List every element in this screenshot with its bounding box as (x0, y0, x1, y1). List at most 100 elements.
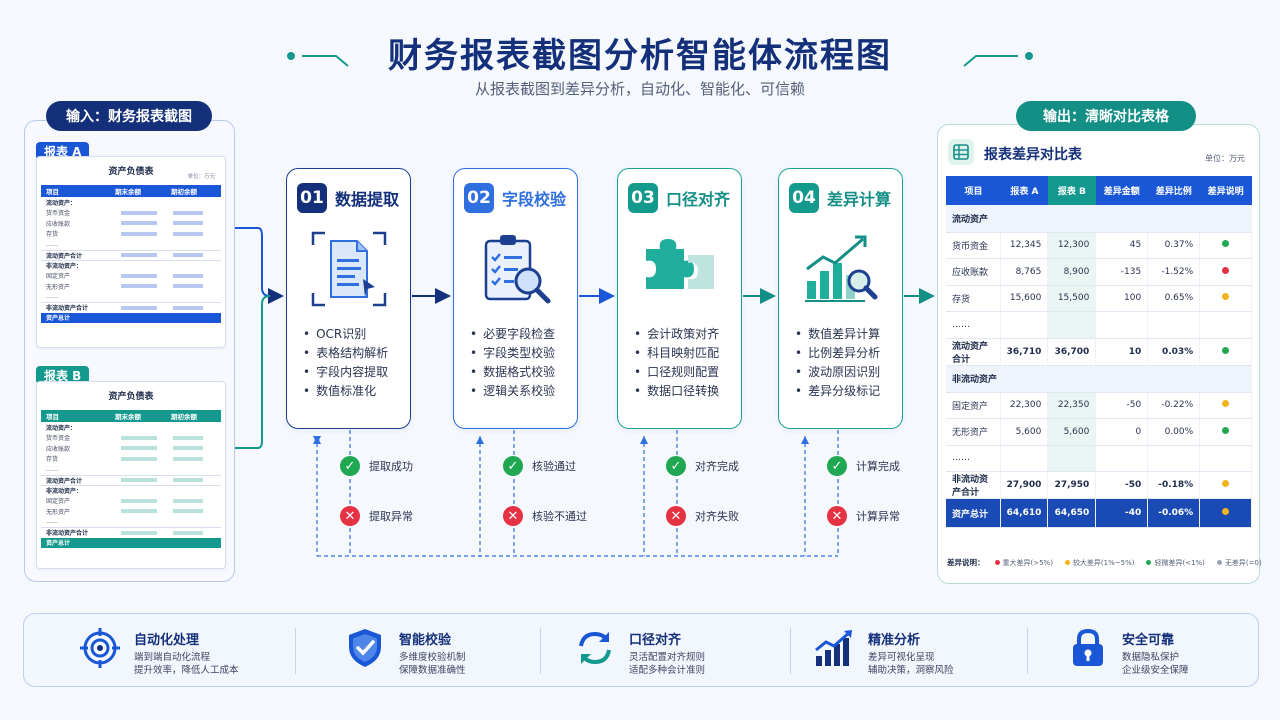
table-cell: 0.00% (1147, 418, 1201, 446)
table-cell: 12,345 (1000, 232, 1049, 259)
checklist-magnifier-icon (484, 235, 551, 304)
sheet-row: …… (46, 518, 58, 526)
table-cell (1199, 392, 1252, 419)
list-item: 数值标准化 (303, 382, 388, 401)
table-cell (1095, 311, 1149, 339)
table-cell (1199, 445, 1252, 472)
feature-divider (1027, 628, 1028, 674)
table-row[interactable]: …… (946, 445, 1252, 472)
status-success-extract: ✓提取成功 (340, 456, 413, 476)
table-cell: 27,950 (1047, 471, 1097, 499)
sync-icon (579, 631, 611, 665)
report-b-sheet[interactable]: 资产负债表 项目 期末余额 期初余额 流动资产： 货币资金 应收账款 存货 ……… (36, 381, 226, 569)
sheet-row: 非流动资产合计 (41, 302, 221, 313)
sheet-title: 资产负债表 (108, 392, 154, 402)
sheet-row-total: 资产总计 (41, 537, 221, 548)
sheet-row: 固定资产 (41, 271, 221, 282)
table-cell: 27,900 (1000, 471, 1049, 499)
feature-title: 智能校验 (399, 633, 452, 648)
card-header: 04 差异计算 (789, 183, 891, 213)
feature-alignment: 口径对齐 灵活配置对齐规则 适配多种会计准则 (573, 626, 705, 676)
table-cell: 64,650 (1047, 498, 1097, 528)
sheet-row: 应收账款 (41, 218, 221, 229)
col-report-b: 报表 B (1047, 176, 1096, 205)
feature-divider (790, 628, 791, 674)
table-cell: 10 (1095, 338, 1149, 366)
table-row[interactable]: …… (946, 311, 1252, 339)
list-item: 数据格式校验 (470, 363, 555, 382)
table-section-row: 流动资产 (946, 205, 1252, 233)
sheet-header: 项目 期末余额 期初余额 (41, 185, 221, 197)
header: 财务报表截图分析智能体流程图 (0, 28, 1280, 77)
col-diff-note: 差异说明 (1199, 176, 1252, 205)
legend-item: 重大差异(>5%) (994, 558, 1053, 568)
step-title: 字段校验 (502, 190, 567, 209)
report-a-sheet[interactable]: 资产负债表 单位：万元 项目 期末余额 期初余额 流动资产： 货币资金 应收账款… (36, 156, 226, 348)
feature-analysis: 精准分析 差异可视化呈现 辅助决策，洞察风险 (812, 626, 954, 676)
table-cell: 5,600 (1047, 418, 1097, 446)
list-item: 数据口径转换 (634, 382, 719, 401)
list-item: 比例差异分析 (795, 344, 880, 363)
col-item: 项目 (946, 176, 1001, 205)
table-cell: 8,900 (1047, 258, 1097, 286)
table-cell: -1.52% (1147, 258, 1201, 286)
step-card-align[interactable]: 03 口径对齐 会计政策对齐 科目映射匹配 口径规则配置 数据口径转换 (617, 168, 742, 429)
table-cell (1047, 445, 1097, 472)
table-cell: 0.03% (1147, 338, 1201, 366)
sheet-row: 非流动资产： (41, 260, 221, 271)
col-report-a: 报表 A (1000, 176, 1048, 205)
step-card-validate[interactable]: 02 字段校验 必要字段检查 字段类型校验 数据格式校验 逻辑关系校验 (453, 168, 578, 429)
step-card-diff[interactable]: 04 差异计算 数值差异计算 比例差异分析 波动原因识别 差异分级标记 (778, 168, 903, 429)
feature-bar (23, 613, 1259, 687)
step-feature-list: 必要字段检查 字段类型校验 数据格式校验 逻辑关系校验 (470, 325, 555, 401)
check-icon: ✓ (827, 456, 847, 476)
table-icon (948, 139, 974, 165)
table-cell: 100 (1095, 285, 1149, 312)
table-cell: 资产总计 (946, 498, 1002, 528)
sheet-row: 存货 (41, 229, 221, 240)
step-card-extract[interactable]: 01 数据提取 OCR识别 表格结构解析 字段内容提取 数值标准化 (286, 168, 411, 429)
table-cell (1199, 471, 1252, 499)
sheet-row: 流动资产合计 (41, 474, 221, 486)
status-error-validate: ✕核验不通过 (503, 506, 587, 526)
table-cell (1000, 445, 1049, 472)
page-subtitle: 从报表截图到差异分析，自动化、智能化、可信赖 (474, 80, 805, 98)
table-cell: -50 (1095, 392, 1149, 419)
feature-desc: 适配多种会计准则 (629, 665, 706, 676)
table-cell: -0.22% (1147, 392, 1201, 419)
sheet-row: 应收账款 (41, 443, 221, 454)
feature-desc: 数据隐私保护 (1122, 652, 1180, 663)
sheet-row: 固定资产 (41, 496, 221, 507)
status-success-align: ✓对齐完成 (666, 456, 739, 476)
sheet-row: …… (46, 240, 58, 248)
feature-title: 自动化处理 (134, 633, 200, 648)
list-item: OCR识别 (303, 325, 388, 344)
status-dot (1222, 266, 1230, 274)
document-scan-icon (311, 231, 387, 307)
cross-icon: ✕ (340, 506, 360, 526)
card-header: 01 数据提取 (297, 183, 399, 213)
sheet-row: 无形资产 (41, 281, 221, 292)
list-item: 字段类型校验 (470, 344, 555, 363)
table-cell: 8,765 (1000, 258, 1049, 286)
table-cell: 流动资产合计 (946, 338, 1002, 366)
status-dot (1222, 293, 1230, 301)
col-end: 期末余额 (115, 413, 141, 421)
step-feature-list: 会计政策对齐 科目映射匹配 口径规则配置 数据口径转换 (634, 325, 719, 401)
status-success-validate: ✓核验通过 (503, 456, 576, 476)
list-item: 会计政策对齐 (634, 325, 719, 344)
feature-desc: 企业级安全保障 (1122, 665, 1189, 676)
table-cell (1199, 311, 1252, 339)
table-cell: 固定资产 (946, 392, 1002, 419)
step-number: 02 (464, 183, 494, 213)
table-cell: …… (946, 445, 1002, 472)
